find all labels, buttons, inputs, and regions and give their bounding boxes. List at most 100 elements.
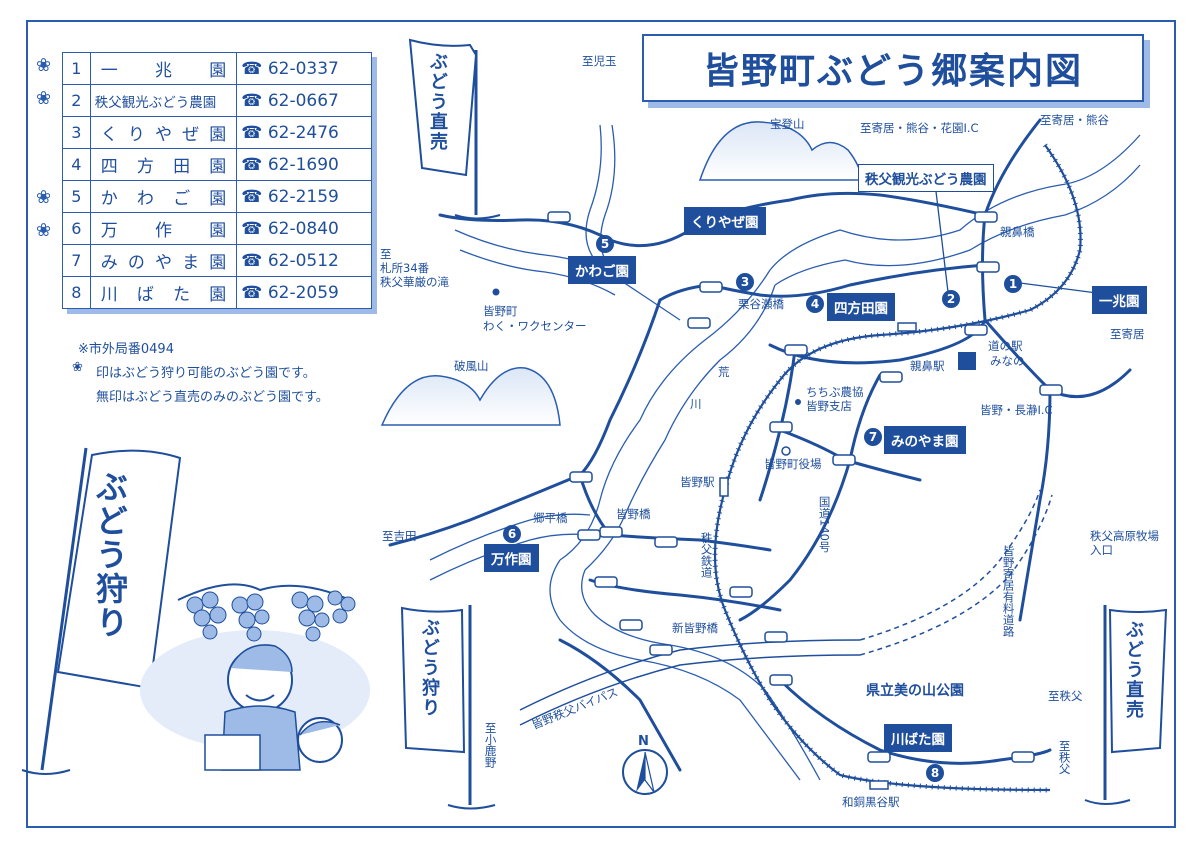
wakuwaku-marker bbox=[492, 288, 500, 296]
illustration-grape-picking bbox=[140, 583, 370, 771]
grape-icon: ❀ bbox=[36, 88, 52, 109]
map-farm-5-number: 5 bbox=[596, 235, 614, 253]
label-shinminano-bridge: 新皆野橋 bbox=[672, 621, 718, 635]
wadou-station-marker bbox=[869, 780, 889, 790]
label-hafuusan: 破風山 bbox=[454, 359, 489, 373]
map-farm-7-label[interactable]: みのやま園 bbox=[884, 426, 966, 454]
map-farm-8-label[interactable]: 川ばた園 bbox=[884, 724, 952, 752]
banner-text-direct-right: ぶどう直売 bbox=[1123, 620, 1144, 720]
map-farm-7-number: 7 bbox=[864, 428, 882, 446]
map-frame bbox=[26, 20, 1176, 828]
map-farm-1-number: 1 bbox=[1004, 275, 1022, 293]
map-farm-3-label[interactable]: くりやぜ園 bbox=[684, 207, 766, 235]
farm-number: 3 bbox=[62, 116, 91, 149]
label-yoshida: 至吉田 bbox=[382, 529, 417, 543]
label-kuriyaze-bridge: 栗谷瀬橋 bbox=[738, 297, 784, 311]
label-ranch-1: 秩父高原牧場 bbox=[1090, 529, 1159, 543]
map-farm-1-label[interactable]: 一兆園 bbox=[1092, 286, 1147, 314]
farm-name: くりやぜ園 bbox=[89, 116, 238, 149]
banner-text-direct-top: ぶどう直売 bbox=[427, 52, 448, 152]
map-farm-5-label[interactable]: かわご園 bbox=[568, 256, 636, 284]
label-wakuwaku-1: 皆野町 bbox=[483, 304, 518, 318]
label-houtousan: 宝登山 bbox=[770, 117, 805, 131]
label-kawa: 川 bbox=[690, 397, 702, 411]
label-wadoukuroya-station: 和銅黒谷駅 bbox=[842, 795, 900, 809]
mountain-houtousan bbox=[698, 121, 863, 181]
label-kanto-road: 皆野寄居有料道路 bbox=[1001, 545, 1016, 637]
map-farm-2-label[interactable]: 秩父観光ぶどう農園 bbox=[858, 164, 994, 192]
map-farm-6-label[interactable]: 万作園 bbox=[484, 544, 539, 572]
farm-name: かわご園 bbox=[89, 180, 238, 213]
area-code-note: ※市外局番0494 bbox=[78, 342, 174, 357]
label-oyahana-station: 親鼻駅 bbox=[910, 359, 945, 373]
farm-number: 4 bbox=[62, 148, 91, 181]
banner-direct-top bbox=[408, 38, 501, 220]
page-title: 皆野町ぶどう郷案内図 bbox=[702, 51, 1083, 92]
farm-name: みのやま園 bbox=[89, 244, 238, 277]
label-chichibu-railway: 秩父鉄道 bbox=[699, 532, 714, 578]
farm-number: 2 bbox=[62, 84, 91, 117]
farm-name: 一 兆 園 bbox=[89, 52, 238, 85]
label-roadside-2: みなの bbox=[990, 354, 1025, 368]
label-kodama: 至児玉 bbox=[582, 54, 617, 68]
map-farm-2-number: 2 bbox=[942, 290, 960, 308]
minano-station-marker bbox=[719, 477, 729, 497]
label-chichibu-2: 至秩父 bbox=[1057, 740, 1072, 775]
label-wakuwaku-2: わく・ワクセンター bbox=[483, 319, 587, 333]
banner-text-picking-left: ぶどう狩り bbox=[91, 470, 129, 640]
grape-icon: ❀ bbox=[36, 220, 52, 241]
label-route140: 国道140号 bbox=[817, 496, 832, 553]
farm-number: 1 bbox=[62, 52, 91, 85]
label-fudasho-3: 秩父華厳の滝 bbox=[380, 275, 449, 289]
grape-icon: ❀ bbox=[36, 55, 52, 76]
label-ranch-2: 入口 bbox=[1090, 543, 1113, 557]
label-yorii: 至寄居 bbox=[1110, 327, 1145, 341]
label-minano-bridge: 皆野橋 bbox=[616, 507, 651, 521]
banner-picking-left bbox=[21, 447, 182, 775]
label-townhall: 皆野町役場 bbox=[764, 457, 822, 471]
compass-icon bbox=[622, 749, 668, 795]
compass-north-label: N bbox=[638, 734, 649, 749]
map-farm-3-number: 3 bbox=[736, 273, 754, 291]
ja-marker bbox=[795, 399, 801, 405]
mountain-hafuusan bbox=[380, 367, 561, 426]
label-roadside-1: 道の駅 bbox=[988, 339, 1023, 353]
farm-phone[interactable]: ☎ 62-0512 bbox=[236, 244, 372, 277]
bypass bbox=[519, 639, 861, 726]
grape-icon: ❀ bbox=[72, 360, 83, 375]
traffic-signals bbox=[547, 211, 1063, 763]
farm-number: 5 bbox=[62, 180, 91, 213]
title-box: 皆野町ぶどう郷案内図 bbox=[642, 34, 1144, 102]
label-ja-1: ちちぶ農協 bbox=[806, 385, 864, 399]
farm-phone[interactable]: ☎ 62-2159 bbox=[236, 180, 372, 213]
farm-name: 秩父観光ぶどう農園 bbox=[89, 84, 238, 117]
banner-direct-right bbox=[1084, 605, 1168, 805]
banner-picking-center bbox=[400, 605, 496, 810]
roadside-station-marker bbox=[958, 352, 976, 370]
farm-phone[interactable]: ☎ 62-0667 bbox=[236, 84, 372, 117]
toll-road bbox=[859, 489, 1053, 656]
farm-phone[interactable]: ☎ 62-2476 bbox=[236, 116, 372, 149]
farm-name: 万 作 園 bbox=[89, 212, 238, 245]
farm-phone[interactable]: ☎ 62-2059 bbox=[236, 276, 372, 309]
farm-leader-lines bbox=[934, 182, 1121, 297]
label-minano-station: 皆野駅 bbox=[680, 475, 715, 489]
label-park: 県立美の山公園 bbox=[866, 683, 964, 699]
farm-phone[interactable]: ☎ 62-0840 bbox=[236, 212, 372, 245]
map-farm-4-label[interactable]: 四方田園 bbox=[827, 293, 895, 321]
farm-phone[interactable]: ☎ 62-1690 bbox=[236, 148, 372, 181]
grape-icon: ❀ bbox=[36, 187, 52, 208]
farm-phone[interactable]: ☎ 62-0337 bbox=[236, 52, 372, 85]
label-gouhira-bridge: 郷平橋 bbox=[533, 511, 568, 525]
legend-pick-row: ❀ 印はぶどう狩り可能のぶどう園です。 bbox=[72, 360, 316, 381]
